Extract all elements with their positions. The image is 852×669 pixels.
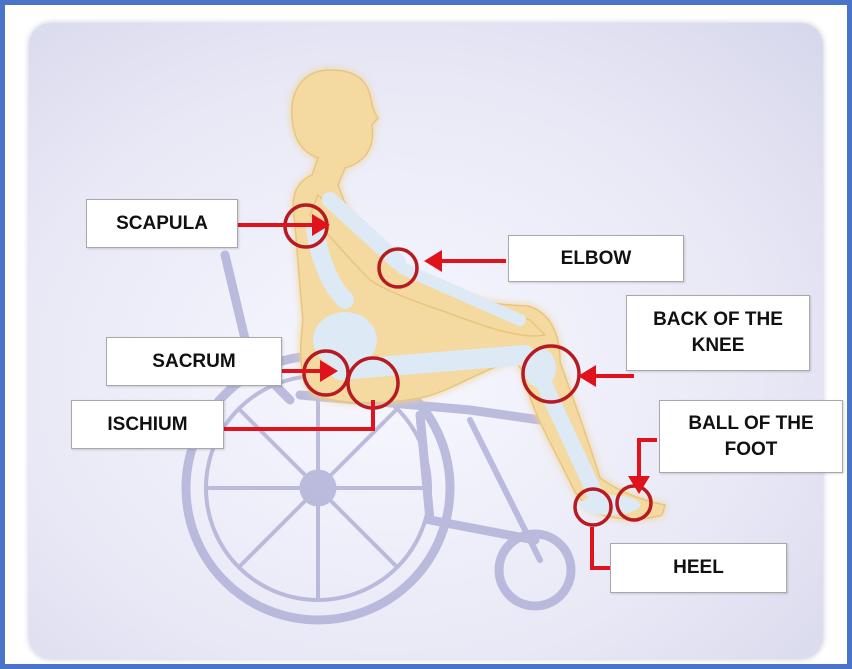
elbow-label: ELBOW xyxy=(508,235,684,282)
sacrum-label: SACRUM xyxy=(106,337,282,386)
back-of-knee-line1: BACK OF THE xyxy=(653,307,783,333)
back-of-knee-line2: KNEE xyxy=(692,333,745,359)
back-of-knee-label: BACK OF THE KNEE xyxy=(626,295,810,371)
scapula-arrow xyxy=(238,214,330,236)
heel-label: HEEL xyxy=(610,543,787,593)
heel-connector xyxy=(592,527,611,568)
ball-of-foot-line1: BALL OF THE xyxy=(688,411,813,437)
ischium-label: ISCHIUM xyxy=(71,400,224,449)
ball-of-foot-label: BALL OF THE FOOT xyxy=(659,400,843,473)
elbow-arrow xyxy=(424,250,506,272)
ball-of-foot-line2: FOOT xyxy=(725,437,778,463)
scapula-label: SCAPULA xyxy=(86,199,238,248)
